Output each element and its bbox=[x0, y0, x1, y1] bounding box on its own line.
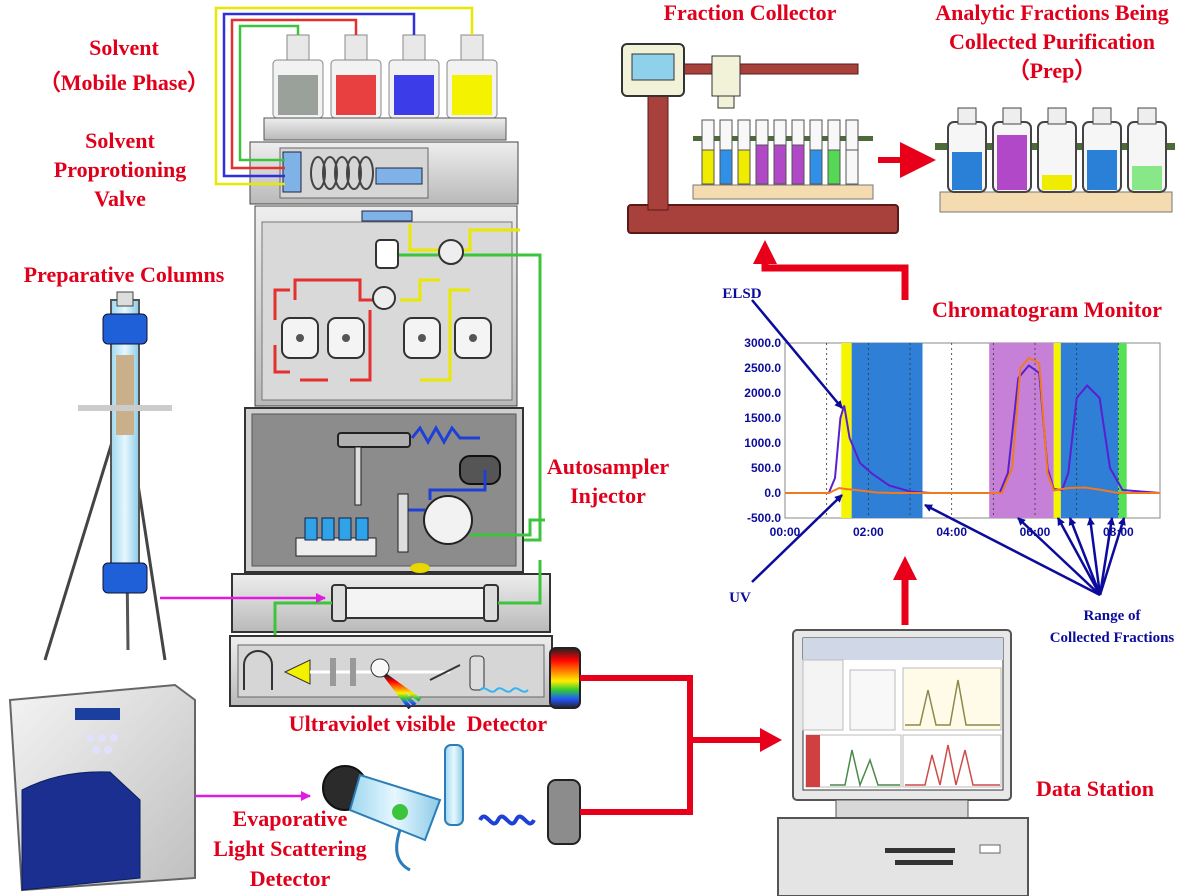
y-tick-label: 1500.0 bbox=[744, 411, 781, 425]
label-fraction-collector: Fraction Collector bbox=[664, 0, 837, 25]
valve-icon bbox=[459, 455, 501, 485]
label-range-line2: Collected Fractions bbox=[1050, 630, 1175, 646]
label-uv-detector: Ultraviolet visible Detector bbox=[289, 711, 548, 736]
label-autosampler-line2: Injector bbox=[570, 483, 646, 508]
elsd-signal-line bbox=[580, 740, 693, 815]
solvent-tray bbox=[263, 117, 507, 141]
pump-lines bbox=[273, 224, 542, 542]
solvent-bottle-icon bbox=[1037, 107, 1077, 193]
solvent-bottle-icon bbox=[947, 107, 987, 193]
series-line-0 bbox=[785, 364, 1161, 494]
solvent-bottle-icon bbox=[1127, 107, 1167, 193]
fraction-range-3 bbox=[1053, 343, 1061, 518]
label-analytic-line1: Analytic Fractions Being bbox=[935, 0, 1168, 25]
computer-icon bbox=[777, 817, 1029, 896]
signal-connections bbox=[160, 240, 917, 815]
label-valve-line2: Proprotioning bbox=[54, 157, 186, 182]
pump-head-icon bbox=[403, 317, 441, 359]
valve-icon bbox=[423, 495, 473, 545]
x-tick-label: 02:00 bbox=[853, 525, 884, 539]
fraction-range-1 bbox=[851, 343, 923, 518]
solvent-bottle-icon bbox=[992, 107, 1032, 193]
series-line-1 bbox=[785, 356, 1160, 494]
y-tick-label: 2500.0 bbox=[744, 361, 781, 375]
label-valve-line1: Solvent bbox=[85, 128, 155, 153]
label-data-station: Data Station bbox=[1036, 776, 1154, 801]
valve-icon bbox=[375, 167, 423, 185]
uv-signal-line bbox=[580, 675, 760, 743]
label-uv-annotation: UV bbox=[729, 590, 751, 606]
solvent-lines bbox=[214, 6, 474, 186]
fraction-range-0 bbox=[841, 343, 852, 518]
valve-icon bbox=[375, 239, 399, 269]
label-chromatogram-monitor: Chromatogram Monitor bbox=[932, 297, 1162, 322]
mixing-coil bbox=[310, 156, 374, 190]
data-station-computer bbox=[777, 629, 1029, 896]
column-icon bbox=[331, 584, 499, 622]
fraction-range-2 bbox=[989, 343, 1054, 518]
label-autosampler-line1: Autosampler bbox=[547, 454, 669, 479]
label-analytic-line3: （Prep） bbox=[1008, 58, 1097, 83]
preparative-column-tripod bbox=[43, 291, 172, 661]
label-elsd-annotation: ELSD bbox=[722, 286, 761, 302]
y-tick-label: 1000.0 bbox=[744, 436, 781, 450]
solvent-bottle-icon bbox=[388, 34, 440, 119]
label-analytic-line2: Collected Purification bbox=[949, 29, 1155, 54]
arrow-to-collector bbox=[761, 262, 909, 300]
solvent-bottle-icon bbox=[1082, 107, 1122, 193]
x-tick-label: 04:00 bbox=[936, 525, 967, 539]
drift-tube-icon bbox=[322, 744, 464, 872]
label-elsd-line3: Detector bbox=[250, 866, 331, 891]
elsd-instrument bbox=[8, 683, 581, 892]
pump-head-icon bbox=[327, 317, 365, 359]
y-tick-label: 3000.0 bbox=[744, 336, 781, 350]
spectrum-sensor-icon bbox=[549, 647, 581, 709]
fraction-collector bbox=[621, 43, 899, 234]
label-mobile-phase: （Mobile Phase） bbox=[39, 70, 210, 95]
labels: Solvent （Mobile Phase） Solvent Proprotio… bbox=[24, 0, 1175, 891]
label-elsd-line1: Evaporative bbox=[233, 806, 348, 831]
y-tick-label: 500.0 bbox=[751, 461, 781, 475]
pump-head-icon bbox=[281, 317, 319, 359]
solvent-bottles bbox=[272, 34, 498, 119]
valve-icon bbox=[438, 239, 464, 265]
hplc-stack bbox=[214, 6, 581, 710]
sample-vials bbox=[304, 517, 369, 541]
valve-icon bbox=[282, 151, 302, 193]
chromatogram-chart: 3000.0 2500.0 2000.0 1500.0 1000.0 500.0 0.0 -5… bbox=[744, 336, 1161, 539]
detector-icon bbox=[243, 650, 529, 710]
label-valve-line3: Valve bbox=[94, 186, 146, 211]
chart-annotations bbox=[751, 299, 1126, 597]
fraction-range-5 bbox=[1118, 343, 1127, 518]
y-tick-label: -500.0 bbox=[747, 511, 781, 525]
arrow-to-data-station bbox=[760, 728, 782, 752]
solvent-bottle-icon bbox=[272, 34, 324, 119]
solvent-bottle-icon bbox=[330, 34, 382, 119]
label-range-line1: Range of bbox=[1083, 608, 1141, 624]
collection-tubes bbox=[701, 119, 859, 185]
pump-head-icon bbox=[454, 317, 492, 359]
x-tick-label: 06:00 bbox=[1020, 525, 1051, 539]
label-solvent: Solvent bbox=[89, 35, 159, 60]
y-tick-label: 0.0 bbox=[764, 486, 781, 500]
fraction-bottles bbox=[935, 107, 1175, 213]
valve-icon bbox=[372, 286, 396, 310]
solvent-bottle-icon bbox=[446, 34, 498, 119]
light-sensor-icon bbox=[547, 779, 581, 845]
x-tick-label: 00:00 bbox=[770, 525, 801, 539]
label-elsd-line2: Light Scattering bbox=[213, 836, 366, 861]
y-tick-label: 2000.0 bbox=[744, 386, 781, 400]
label-prep-columns: Preparative Columns bbox=[24, 262, 225, 287]
